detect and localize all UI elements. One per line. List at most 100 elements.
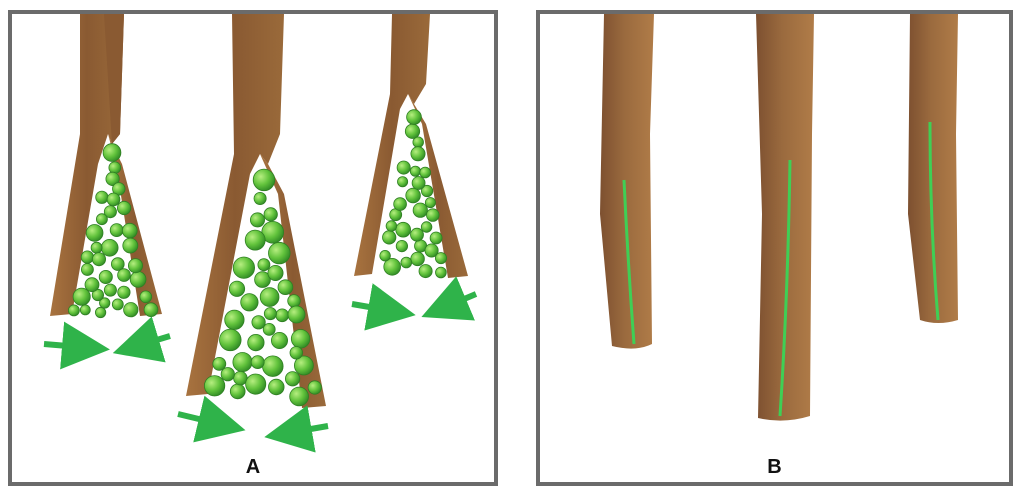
particle: [394, 198, 407, 211]
panel-label-b: B: [540, 455, 1009, 479]
particle: [291, 330, 310, 349]
particle: [260, 288, 279, 307]
particle: [398, 177, 408, 187]
particle: [308, 381, 321, 394]
particle: [420, 167, 431, 178]
particle: [397, 161, 410, 174]
panel-label-a: A: [12, 455, 494, 479]
particle: [268, 265, 283, 280]
particle: [225, 310, 244, 329]
particle: [233, 353, 252, 372]
particle: [229, 281, 244, 296]
particle: [122, 223, 137, 238]
particle: [427, 209, 440, 222]
particle: [81, 264, 93, 276]
particle: [99, 270, 112, 283]
particle: [110, 224, 123, 237]
particle: [401, 257, 412, 268]
particle: [258, 259, 270, 271]
particle: [285, 372, 299, 386]
particle: [117, 201, 130, 214]
particle: [253, 169, 275, 191]
particle: [264, 208, 277, 221]
particle: [109, 162, 121, 174]
particle: [118, 286, 130, 298]
particle: [412, 177, 425, 190]
inward-arrow-icon: [44, 344, 92, 348]
particle: [290, 387, 309, 406]
particle: [269, 242, 291, 264]
panel-b-drawing: [540, 14, 1009, 482]
inward-arrow-icon: [130, 336, 170, 348]
particle: [221, 368, 234, 381]
particle: [288, 295, 301, 308]
particle: [101, 239, 118, 256]
particle: [250, 213, 264, 227]
panel-a-drawing: [12, 14, 494, 482]
particle: [435, 253, 446, 264]
particle: [80, 305, 90, 315]
particle: [144, 303, 158, 317]
particle: [436, 267, 447, 278]
particle: [278, 280, 293, 295]
particle: [410, 166, 420, 176]
inward-arrow-icon: [352, 304, 398, 312]
particle: [421, 222, 432, 233]
particle: [246, 374, 266, 394]
particle: [124, 303, 138, 317]
particle: [252, 316, 265, 329]
panel-a: A: [8, 10, 498, 486]
particle: [251, 356, 264, 369]
particle: [411, 147, 425, 161]
particle: [107, 193, 120, 206]
particle: [276, 309, 289, 322]
particle: [413, 203, 427, 217]
particle: [112, 299, 123, 310]
particle: [411, 252, 425, 266]
particle: [396, 222, 411, 237]
intact-strand-3: [908, 14, 958, 323]
particle: [248, 334, 264, 350]
particle: [204, 376, 224, 396]
particle: [103, 144, 121, 162]
particle: [245, 230, 265, 250]
particle: [430, 232, 442, 244]
particle: [263, 356, 284, 377]
particle: [288, 306, 305, 323]
inward-arrows-3: [352, 294, 476, 312]
particle: [92, 253, 105, 266]
particle: [123, 238, 138, 253]
particle: [68, 305, 79, 316]
particle: [86, 225, 103, 242]
particle: [254, 192, 266, 204]
particle: [383, 231, 396, 244]
particle: [407, 110, 422, 125]
particle: [271, 332, 287, 348]
particle: [104, 284, 116, 296]
particle: [269, 379, 285, 395]
particle: [91, 242, 102, 253]
particle: [386, 221, 397, 232]
panel-b: B: [536, 10, 1013, 486]
intact-strand-1: [600, 14, 654, 349]
particle: [290, 347, 303, 360]
particle: [411, 228, 424, 241]
particle: [241, 294, 258, 311]
inward-arrow-icon: [178, 414, 228, 426]
particle: [425, 198, 435, 208]
particle: [220, 329, 242, 351]
particle: [264, 308, 276, 320]
particle: [234, 371, 248, 385]
particle: [380, 250, 391, 261]
particle: [95, 307, 105, 317]
particle: [230, 384, 245, 399]
particle: [118, 269, 131, 282]
particle: [96, 214, 107, 225]
inward-arrows-1: [44, 336, 170, 348]
particle: [396, 240, 407, 251]
intact-strand-2: [756, 14, 814, 421]
inward-arrow-icon: [438, 294, 476, 310]
particle: [128, 259, 142, 273]
particle: [85, 278, 99, 292]
particle: [233, 257, 254, 278]
